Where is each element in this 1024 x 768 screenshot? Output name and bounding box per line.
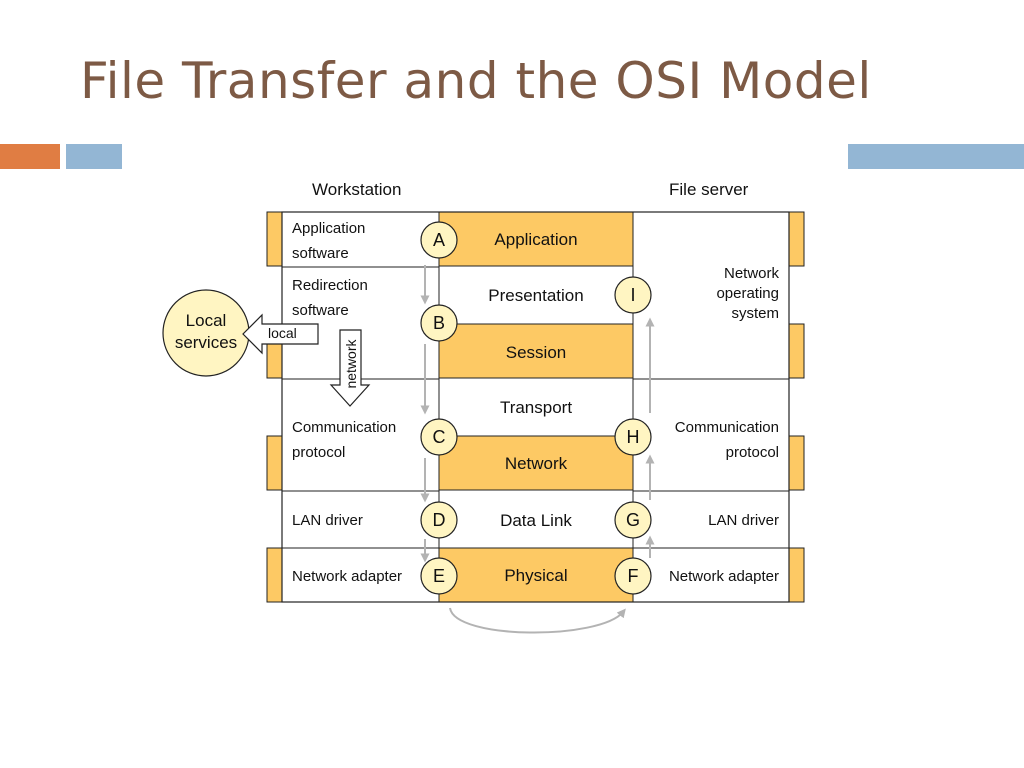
layer-application: Application — [494, 230, 578, 249]
fs-lan-driver: LAN driver — [708, 512, 779, 529]
point-g-circle — [614, 501, 652, 539]
workstation-tab-application — [266, 211, 283, 267]
layer-application-box — [439, 212, 633, 266]
layer-session: Session — [505, 343, 567, 362]
point-b-circle — [420, 304, 458, 342]
accent-bar-blue-right — [848, 144, 1024, 169]
fs-network-adapter: Network adapter — [668, 568, 779, 585]
point-g-label: G — [625, 510, 640, 530]
diagram-frame — [281, 211, 790, 603]
fs-communication-protocol-line2: protocol — [725, 444, 779, 461]
ws-redirection-software-line2: software — [292, 302, 349, 319]
local-services-line2: services — [174, 333, 238, 352]
point-i-label: I — [630, 285, 636, 305]
file-server-header: File server — [669, 180, 749, 199]
workstation-tab-physical — [266, 547, 283, 603]
server-tab-network — [788, 435, 805, 491]
point-e-circle — [420, 557, 458, 595]
server-tab-session — [788, 323, 805, 379]
fs-network-os-line3: system — [731, 305, 779, 322]
point-c-label: C — [432, 427, 446, 447]
point-i-circle — [614, 276, 652, 314]
ws-application-software-line2: software — [292, 245, 349, 262]
server-tab-physical — [788, 547, 805, 603]
layer-session-box — [439, 324, 633, 378]
point-d-label: D — [432, 510, 446, 530]
ws-communication-protocol-line1: Communication — [292, 419, 397, 436]
network-arrow-label: network — [343, 339, 359, 389]
fs-network-os-line2: operating — [716, 285, 779, 302]
fs-communication-protocol-line1: Communication — [674, 419, 779, 436]
point-b-label: B — [432, 313, 445, 333]
layer-network: Network — [504, 454, 568, 473]
point-d-circle — [420, 501, 458, 539]
point-h-label: H — [626, 427, 640, 447]
ws-redirection-software-line1: Redirection — [292, 277, 368, 294]
ws-network-adapter: Network adapter — [292, 568, 403, 585]
accent-bar-blue-left — [66, 144, 122, 169]
point-c-circle — [420, 418, 458, 456]
slide-title: File Transfer and the OSI Model — [80, 52, 872, 110]
server-tab-application — [788, 211, 805, 267]
local-arrow — [242, 313, 319, 355]
point-e-label: E — [432, 566, 445, 586]
arrow-e-to-f-curve — [449, 607, 626, 634]
layer-physical: Physical — [504, 566, 568, 585]
layer-presentation: Presentation — [488, 286, 584, 305]
network-arrow — [329, 329, 371, 407]
point-a-circle — [420, 221, 458, 259]
point-f-label: F — [627, 566, 639, 586]
point-f-circle — [614, 557, 652, 595]
local-services-line1: Local — [185, 311, 227, 330]
ws-application-software-line1: Application — [292, 220, 366, 237]
layer-physical-box — [439, 548, 633, 602]
fs-network-os-line1: Network — [723, 265, 779, 282]
ws-lan-driver: LAN driver — [292, 512, 363, 529]
point-a-label: A — [432, 230, 445, 250]
layer-transport: Transport — [499, 398, 573, 417]
accent-bar-orange — [0, 144, 60, 169]
point-h-circle — [614, 418, 652, 456]
layer-data-link: Data Link — [500, 511, 572, 530]
local-arrow-label: local — [268, 325, 297, 341]
workstation-header: Workstation — [312, 180, 402, 199]
layer-network-box — [439, 436, 633, 490]
ws-communication-protocol-line2: protocol — [292, 444, 346, 461]
workstation-tab-network — [266, 435, 283, 491]
